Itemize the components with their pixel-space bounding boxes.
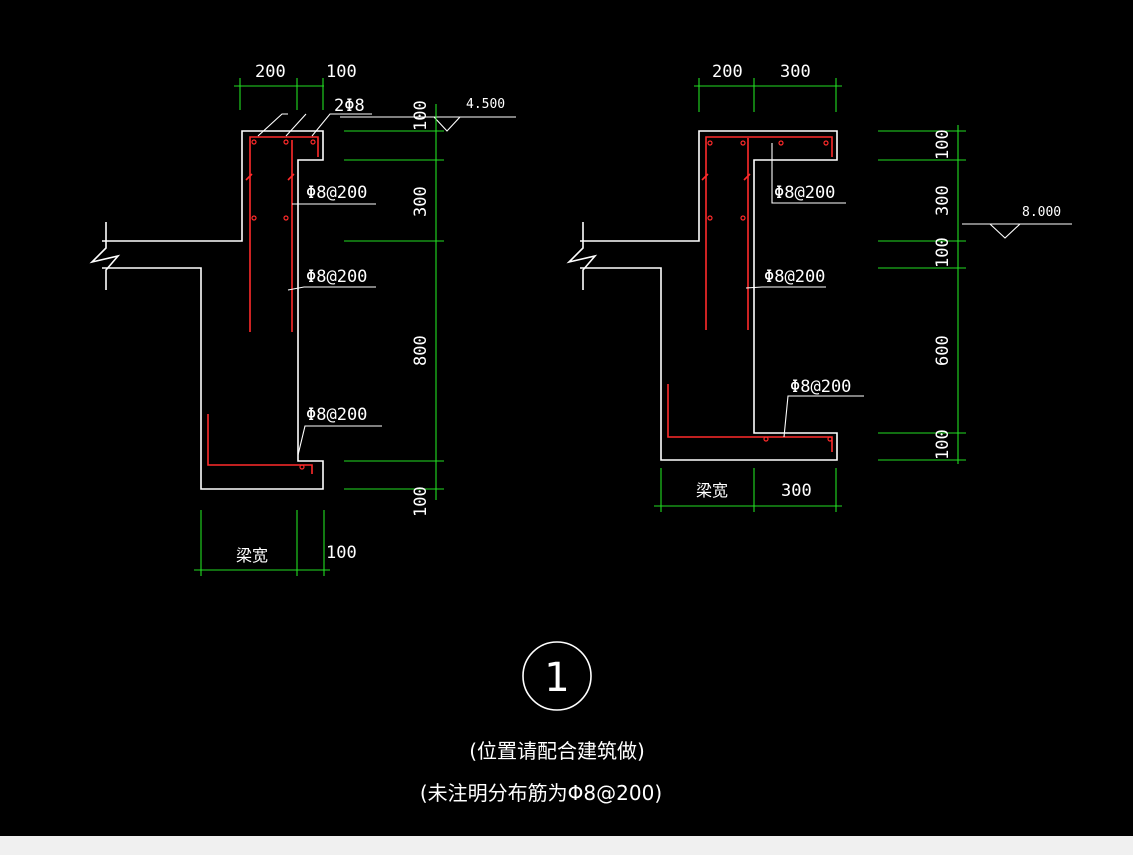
rebar-dot xyxy=(283,139,289,145)
dim-label: 100 xyxy=(411,100,431,131)
left-rebar-outer xyxy=(249,136,319,332)
dim-label: 200 xyxy=(255,62,286,82)
status-bar xyxy=(0,836,1133,855)
rebar-dot xyxy=(283,215,289,221)
dim-label: 300 xyxy=(780,62,811,82)
rebar-label: Φ8@200 xyxy=(774,183,835,203)
dim-label: 梁宽 xyxy=(696,481,728,500)
dim-line xyxy=(878,125,966,464)
right-rebar-hook xyxy=(701,173,751,181)
rebar-label: Φ8@200 xyxy=(764,267,825,287)
right-section: 200 300 100 300 100 600 100 梁宽 300 Φ8@20… xyxy=(566,62,1072,512)
leader-line xyxy=(297,425,382,456)
rebar-dot xyxy=(823,140,829,146)
detail-marker: 1 xyxy=(522,641,592,711)
dim-label: 200 xyxy=(712,62,743,82)
dim-line xyxy=(694,78,842,112)
rebar-label: Φ8@200 xyxy=(790,377,851,397)
dim-line xyxy=(344,104,444,500)
left-break-line xyxy=(89,222,121,290)
rebar-dot xyxy=(251,215,257,221)
rebar-label: Φ8@200 xyxy=(306,405,367,425)
leader-line xyxy=(287,286,376,291)
rebar-dot xyxy=(740,140,746,146)
dim-line xyxy=(654,468,842,512)
level-marker xyxy=(962,223,1072,239)
note-line-2: (未注明分布筋为Φ8@200) xyxy=(420,781,662,805)
right-section-outline xyxy=(580,130,838,461)
leader-line xyxy=(771,143,846,204)
left-rebar-hook xyxy=(245,173,295,181)
level-label: 8.000 xyxy=(1022,205,1061,220)
rebar-label: Φ8@200 xyxy=(306,183,367,203)
dim-label: 300 xyxy=(933,185,953,216)
rebar-dot xyxy=(310,139,316,145)
note-line-1: (位置请配合建筑做) xyxy=(469,739,645,763)
left-section-outline xyxy=(102,130,324,490)
rebar-dot xyxy=(707,140,713,146)
cad-drawing: 200 100 100 300 800 100 梁宽 100 2Φ8 Φ8@20… xyxy=(89,62,1072,805)
dim-label: 600 xyxy=(933,335,953,366)
leader-line xyxy=(257,113,372,137)
rebar-dot xyxy=(299,464,305,470)
rebar-dot xyxy=(763,436,769,442)
detail-circle xyxy=(522,641,592,711)
dim-label: 梁宽 xyxy=(236,546,268,565)
rebar-label: 2Φ8 xyxy=(334,96,365,116)
dim-line xyxy=(234,78,324,110)
rebar-dot xyxy=(827,436,833,442)
dim-label: 300 xyxy=(781,481,812,501)
rebar-dot xyxy=(251,139,257,145)
rebar-label: Φ8@200 xyxy=(306,267,367,287)
dim-label: 100 xyxy=(326,62,357,82)
dim-label: 100 xyxy=(411,486,431,517)
dim-label: 100 xyxy=(933,237,953,268)
dim-label: 800 xyxy=(411,335,431,366)
rebar-dot xyxy=(778,140,784,146)
rebar-dot xyxy=(707,215,713,221)
dim-label: 100 xyxy=(933,129,953,160)
dim-line xyxy=(194,510,330,576)
left-section: 200 100 100 300 800 100 梁宽 100 2Φ8 Φ8@20… xyxy=(89,62,516,576)
detail-number: 1 xyxy=(544,655,569,701)
right-rebar-bottom xyxy=(667,384,833,452)
dim-label: 300 xyxy=(411,186,431,217)
level-marker xyxy=(340,116,516,132)
dim-label: 100 xyxy=(326,543,357,563)
level-label: 4.500 xyxy=(466,97,505,112)
rebar-dot xyxy=(740,215,746,221)
dim-label: 100 xyxy=(933,429,953,460)
leader-line xyxy=(745,286,826,289)
left-rebar-bottom xyxy=(207,414,313,474)
leader-line xyxy=(783,395,864,438)
right-rebar-outer xyxy=(705,136,833,330)
right-break-line xyxy=(566,222,598,290)
